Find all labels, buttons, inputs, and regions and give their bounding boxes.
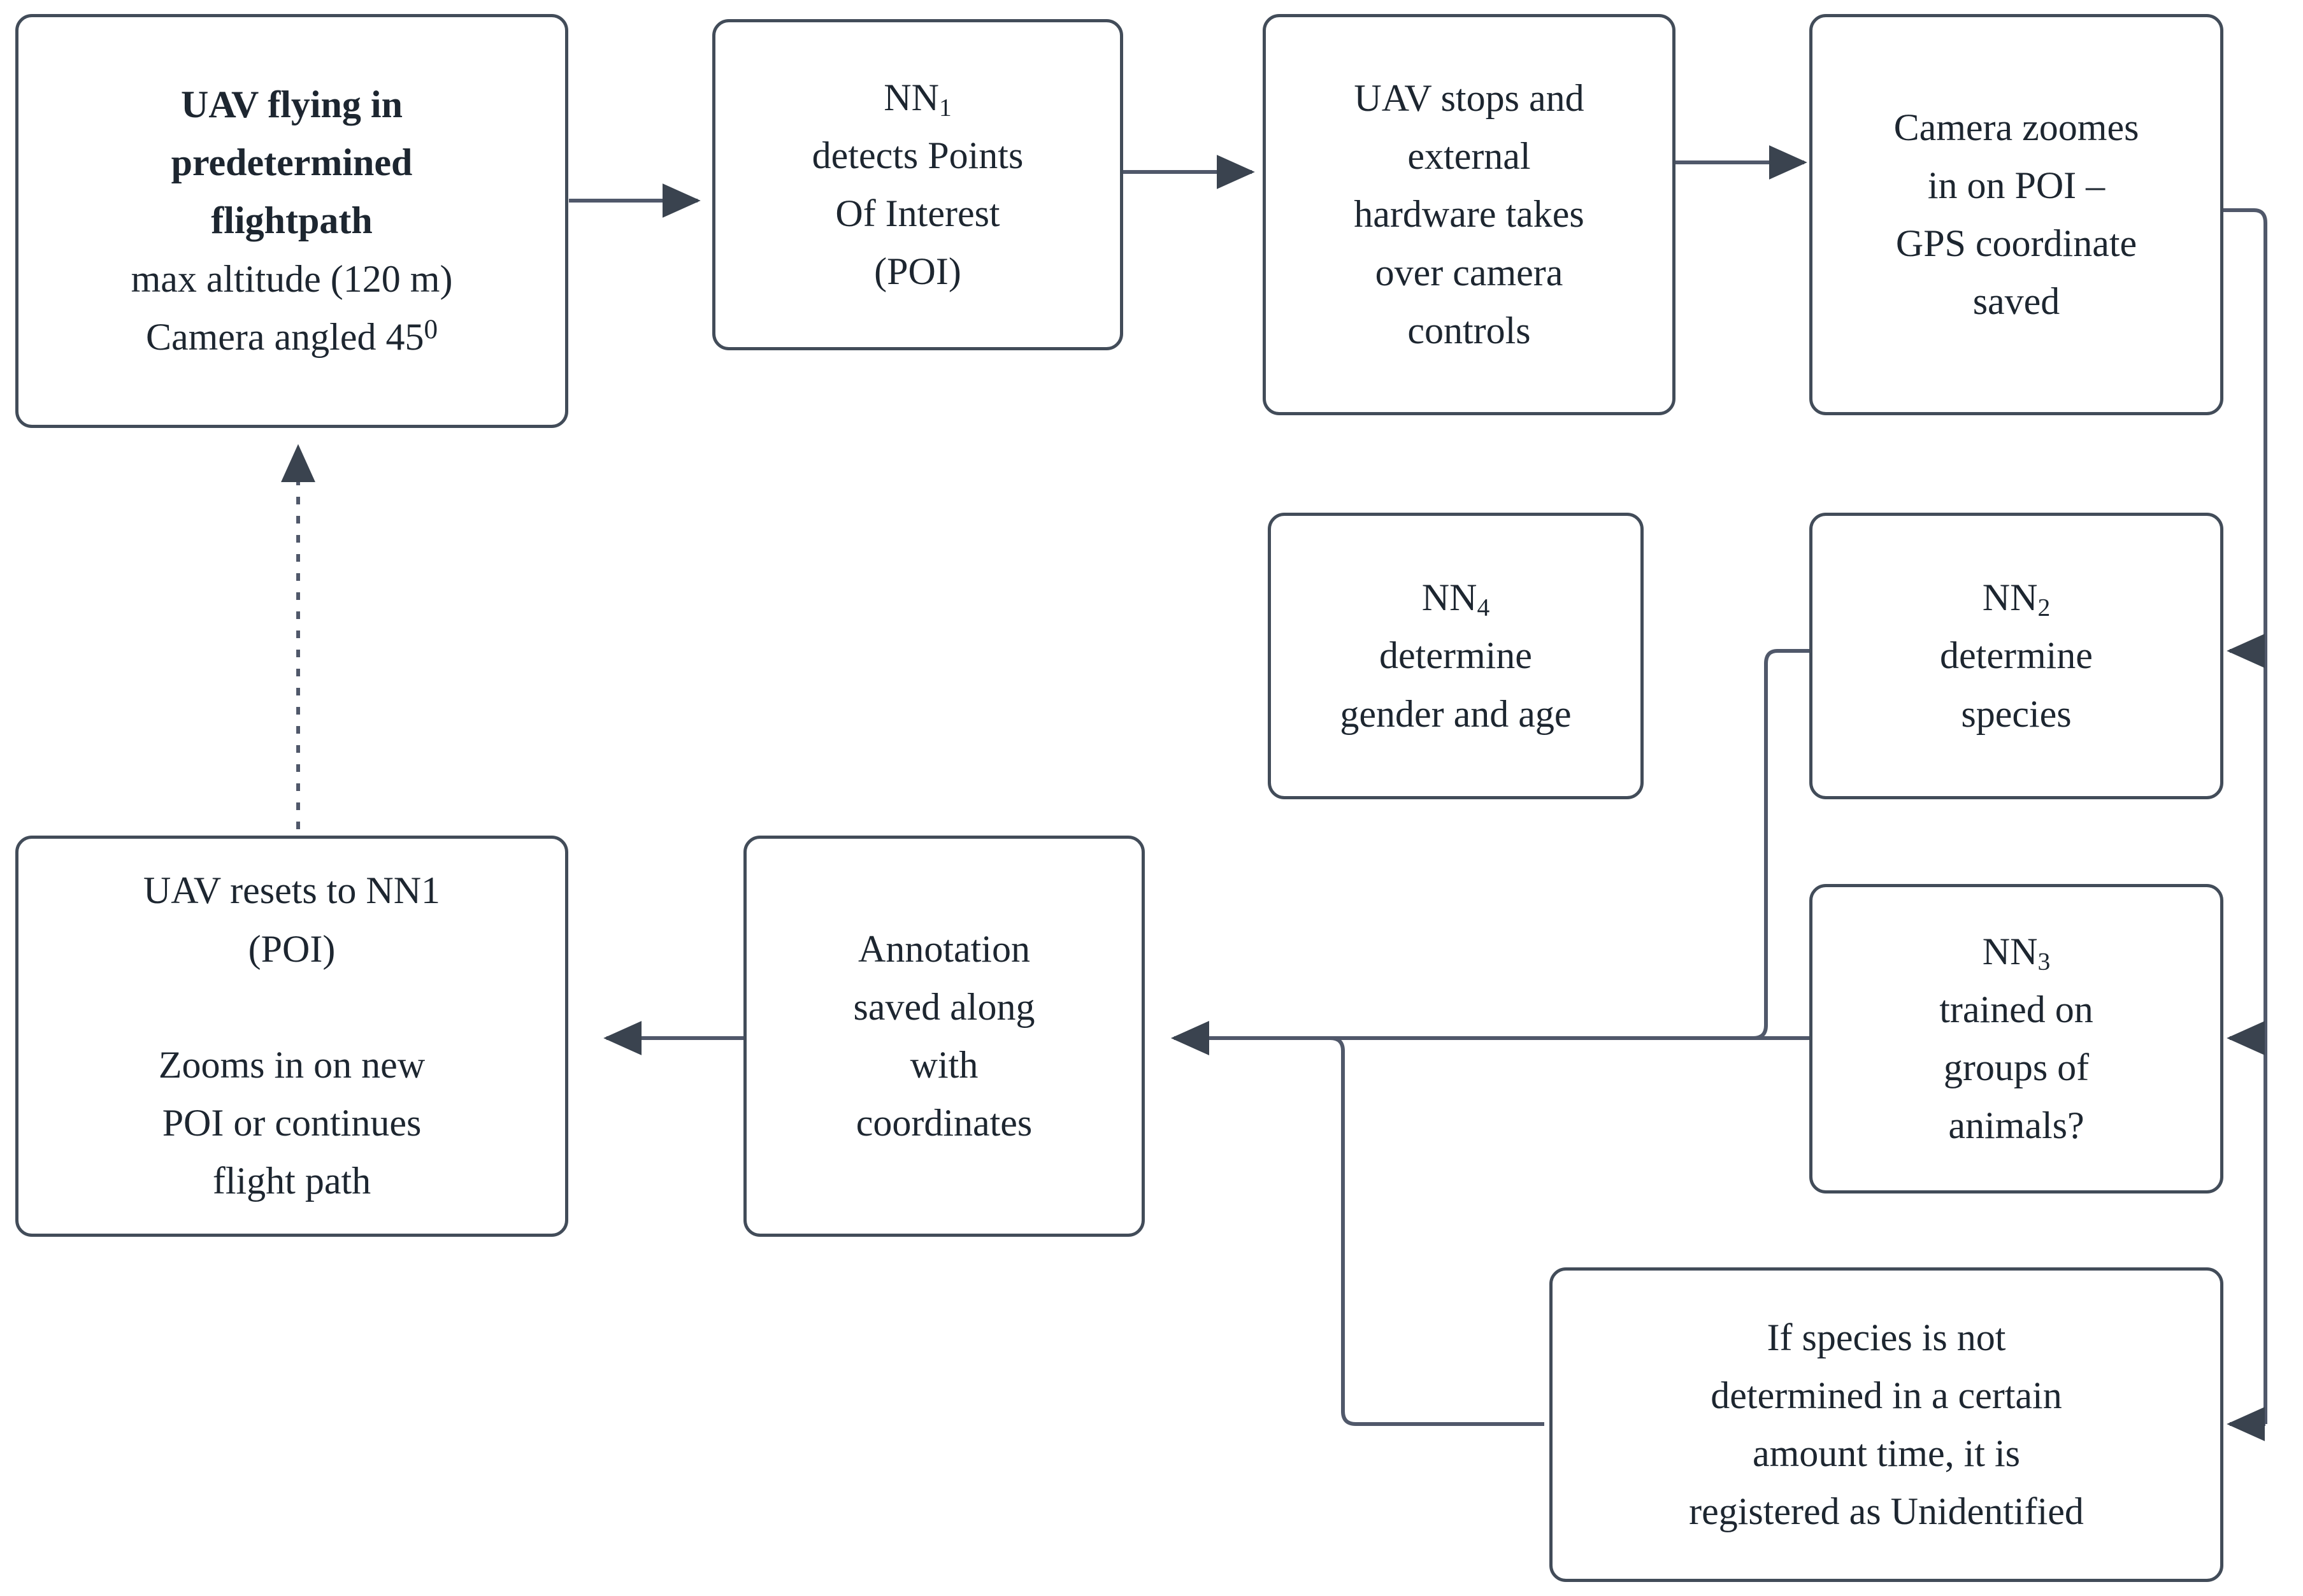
node-uav-stops-hardware-takeover[interactable]: UAV stops and external hardware takes ov…	[1263, 14, 1675, 415]
text-line: POI or continues	[162, 1102, 422, 1144]
text-line: NN2	[1829, 569, 2204, 627]
node-uav-flying-predetermined-flightpath[interactable]: UAV flying in predetermined flightpath m…	[15, 14, 568, 428]
text-span: NN	[1421, 576, 1477, 619]
node-label-camera-zoom: Camera zoomes in on POI – GPS coordinate…	[1829, 99, 2204, 331]
text-line: groups of	[1943, 1046, 2090, 1088]
text-line: GPS coordinate	[1895, 222, 2137, 264]
text-span: Camera angled 45	[145, 315, 424, 358]
node-annotation-saved[interactable]: Annotation saved along with coordinates	[743, 836, 1145, 1237]
text-line: Camera zoomes	[1893, 106, 2139, 148]
text-line: species	[1961, 692, 2072, 735]
text-line: UAV flying in	[181, 83, 403, 126]
node-label-uav-stops: UAV stops and external hardware takes ov…	[1282, 69, 1656, 360]
subscript-4: 4	[1477, 593, 1490, 622]
text-line: NN3	[1829, 923, 2204, 981]
node-if-species-not-determined-unidentified[interactable]: If species is not determined in a certai…	[1549, 1267, 2223, 1582]
text-line: UAV stops and	[1354, 77, 1584, 120]
node-nn1-detects-poi[interactable]: NN1 detects Points Of Interest (POI)	[712, 19, 1123, 350]
text-line: gender and age	[1340, 692, 1572, 735]
text-line: external	[1407, 135, 1531, 178]
edge-bus-trunk	[2223, 208, 2267, 1424]
node-label-uav-reset: UAV resets to NN1 (POI) Zooms in on new …	[35, 862, 549, 1210]
text-line: saved along	[853, 985, 1035, 1028]
text-line: max altitude (120 m)	[131, 257, 453, 300]
subscript-3: 3	[2037, 947, 2051, 976]
node-camera-zoomes-gps-saved[interactable]: Camera zoomes in on POI – GPS coordinate…	[1809, 14, 2223, 415]
text-line: flightpath	[211, 199, 373, 242]
text-line: controls	[1407, 309, 1531, 352]
subscript-1: 1	[938, 93, 952, 122]
text-line: determine	[1379, 634, 1532, 677]
text-line: flight path	[212, 1160, 371, 1202]
node-nn4-gender-age[interactable]: NN4 determine gender and age	[1268, 513, 1644, 799]
subscript-2: 2	[2037, 593, 2051, 622]
text-line: in on POI –	[1927, 164, 2106, 206]
node-label-unidentified: If species is not determined in a certai…	[1569, 1309, 2204, 1541]
text-line: amount time, it is	[1753, 1432, 2020, 1474]
node-nn3-groups-of-animals[interactable]: NN3 trained on groups of animals?	[1809, 884, 2223, 1193]
text-line: registered as Unidentified	[1689, 1490, 2084, 1533]
node-nn2-determine-species[interactable]: NN2 determine species	[1809, 513, 2223, 799]
edge-unidentified-to-annotation	[1171, 1021, 1544, 1426]
text-line: hardware takes	[1354, 193, 1584, 236]
text-line: (POI)	[248, 927, 336, 970]
node-label-annotation: Annotation saved along with coordinates	[763, 920, 1125, 1153]
text-line: predetermined	[171, 141, 413, 184]
text-line: Zooms in on new	[158, 1044, 426, 1086]
text-span: NN	[1982, 930, 2038, 973]
degree-superscript: 0	[424, 314, 438, 345]
text-line: determine	[1940, 634, 2093, 677]
text-line: NN1	[732, 69, 1103, 127]
text-blank-line	[35, 978, 549, 1036]
text-line: If species is not	[1767, 1316, 2006, 1358]
text-line: NN4	[1288, 569, 1624, 627]
text-span: NN	[884, 76, 939, 118]
node-label-nn2: NN2 determine species	[1829, 569, 2204, 743]
text-line: with	[910, 1044, 979, 1086]
text-line: Camera angled 450	[35, 308, 549, 366]
text-span: NN	[1982, 576, 2038, 619]
text-line: over camera	[1375, 251, 1563, 294]
text-line: animals?	[1948, 1104, 2084, 1147]
text-line: determined in a certain	[1711, 1374, 2062, 1416]
text-line: saved	[1972, 280, 2060, 323]
text-line: detects Points	[812, 134, 1024, 176]
node-label-nn4: NN4 determine gender and age	[1288, 569, 1624, 743]
text-line: Annotation	[858, 927, 1030, 970]
text-line: (POI)	[874, 250, 961, 293]
node-label-uav-flight: UAV flying in predetermined flightpath m…	[35, 76, 549, 366]
text-line: UAV resets to NN1	[143, 869, 441, 912]
text-line: coordinates	[856, 1102, 1033, 1144]
node-label-nn1: NN1 detects Points Of Interest (POI)	[732, 69, 1103, 301]
text-line: trained on	[1939, 988, 2093, 1030]
node-label-nn3: NN3 trained on groups of animals?	[1829, 923, 2204, 1155]
text-line: Of Interest	[835, 192, 1000, 234]
node-uav-resets-to-nn1[interactable]: UAV resets to NN1 (POI) Zooms in on new …	[15, 836, 568, 1237]
